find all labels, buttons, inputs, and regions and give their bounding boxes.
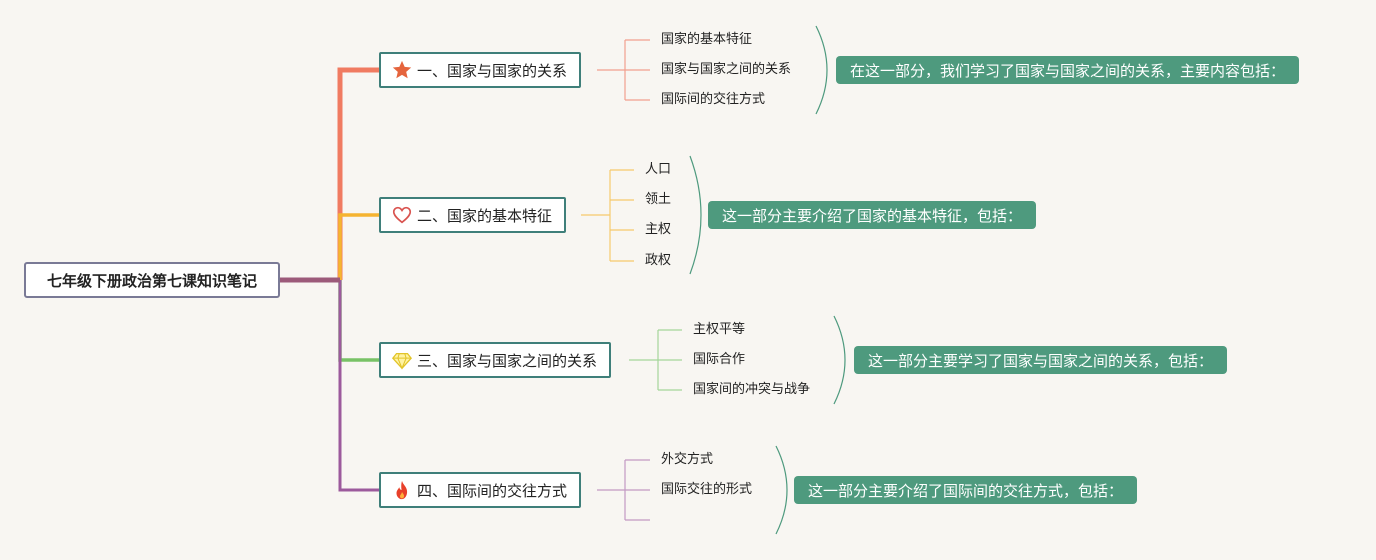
- leaf-3-1[interactable]: 主权平等: [693, 322, 746, 337]
- branch-3[interactable]: 三、国家与国家之间的关系: [379, 342, 612, 378]
- leaf-1-1[interactable]: 国家的基本特征: [661, 32, 753, 47]
- leaf-connectors-1: [597, 39, 650, 101]
- trunk-branch-2: [338, 213, 380, 280]
- leaf-1-2[interactable]: 国家与国家之间的关系: [661, 62, 792, 77]
- branch-4[interactable]: 四、国际间的交往方式: [379, 472, 582, 508]
- trunk-branch-3: [338, 280, 380, 362]
- leaf-2-4[interactable]: 政权: [645, 253, 672, 268]
- root-topic-label: 七年级下册政治第七课知识笔记: [46, 271, 257, 290]
- summary-1-text: 在这一部分，我们学习了国家与国家之间的关系，主要内容包括：: [850, 61, 1286, 80]
- summary-1[interactable]: 在这一部分，我们学习了国家与国家之间的关系，主要内容包括：: [836, 56, 1300, 84]
- leaf-connectors-4: [597, 459, 650, 521]
- summary-4-text: 这一部分主要介绍了国际间的交往方式，包括：: [808, 481, 1124, 500]
- summary-2-text: 这一部分主要介绍了国家的基本特征，包括：: [722, 206, 1023, 225]
- leaf-connectors-2: [581, 169, 634, 262]
- leaf-1-3[interactable]: 国际间的交往方式: [661, 92, 766, 107]
- leaf-2-1[interactable]: 人口: [645, 162, 672, 177]
- fire-icon: [391, 479, 413, 501]
- leaf-3-2[interactable]: 国际合作: [693, 352, 746, 367]
- leaf-4-2[interactable]: 国际交往的形式: [661, 482, 753, 497]
- star-icon: [391, 59, 413, 81]
- summary-3-text: 这一部分主要学习了国家与国家之间的关系，包括：: [868, 351, 1214, 370]
- branch-1[interactable]: 一、国家与国家的关系: [379, 52, 582, 88]
- summary-3[interactable]: 这一部分主要学习了国家与国家之间的关系，包括：: [854, 346, 1228, 374]
- root-topic[interactable]: 七年级下册政治第七课知识笔记: [24, 262, 280, 298]
- leaf-2-2[interactable]: 领土: [645, 192, 672, 207]
- heart-icon: [391, 204, 413, 226]
- branch-2-label: 二、国家的基本特征: [417, 206, 553, 225]
- leaf-connectors-3: [629, 329, 682, 391]
- branch-1-label: 一、国家与国家的关系: [417, 61, 568, 80]
- branch-4-label: 四、国际间的交往方式: [417, 481, 568, 500]
- diamond-icon: [391, 349, 413, 371]
- summary-4[interactable]: 这一部分主要介绍了国际间的交往方式，包括：: [794, 476, 1138, 504]
- branch-3-label: 三、国家与国家之间的关系: [417, 351, 598, 370]
- leaf-3-3[interactable]: 国家间的冲突与战争: [693, 382, 811, 397]
- branch-2[interactable]: 二、国家的基本特征: [379, 197, 567, 233]
- trunk-branch-4: [338, 280, 380, 492]
- summary-brackets: [689, 25, 846, 535]
- trunk-branch-1: [337, 67, 380, 280]
- leaf-2-3[interactable]: 主权: [645, 222, 672, 237]
- leaf-4-1[interactable]: 外交方式: [661, 452, 714, 467]
- summary-2[interactable]: 这一部分主要介绍了国家的基本特征，包括：: [708, 201, 1037, 229]
